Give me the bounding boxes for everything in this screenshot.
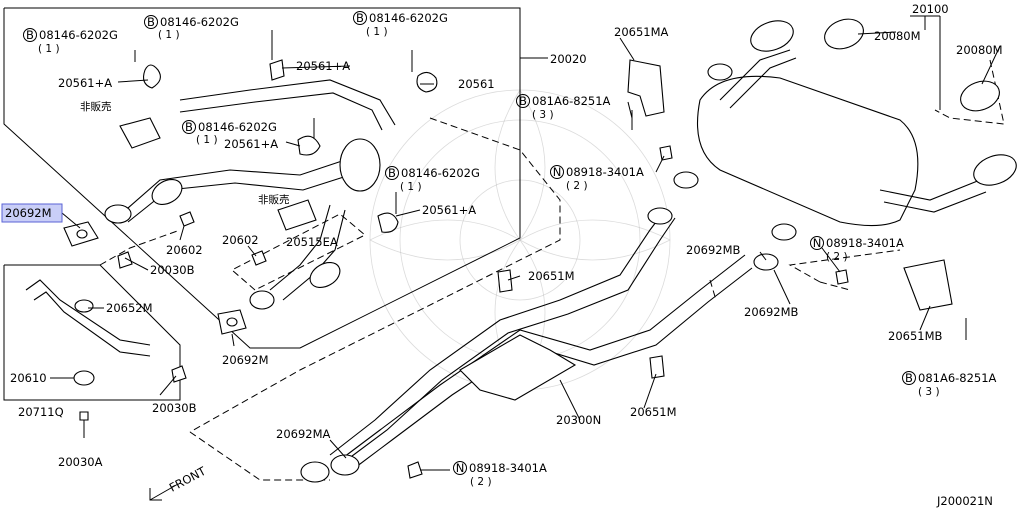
part-label: 20080M xyxy=(956,43,1003,57)
prefix-b: B xyxy=(519,94,527,108)
prefix-n: N xyxy=(553,165,562,179)
part-label: 20602 xyxy=(166,243,203,257)
part-label: 20652M xyxy=(106,301,153,315)
nut-count: ( 2 ) xyxy=(826,251,848,263)
bolt-label: 08146-6202G xyxy=(160,15,239,29)
part-label: 20692MA xyxy=(276,427,331,441)
assembly-outline-20020 xyxy=(3,7,548,349)
prefix-b: B xyxy=(905,371,913,385)
prefix-b: B xyxy=(185,120,193,134)
bolt-count: ( 1 ) xyxy=(38,43,60,55)
muffler-mounting-brackets xyxy=(407,59,967,479)
nut-count: ( 2 ) xyxy=(566,180,588,192)
part-label: 20561 xyxy=(458,77,495,91)
dashed-boundary-lines xyxy=(99,59,1005,481)
exhaust-mounting-bracket xyxy=(25,279,151,438)
prefix-b: B xyxy=(356,11,364,25)
part-label: 20561+A xyxy=(422,203,476,217)
bolt-count: ( 1 ) xyxy=(158,29,180,41)
diagram-code: J200021N xyxy=(936,494,993,508)
prefix-b: B xyxy=(26,28,34,42)
front-exhaust-tube-assembly xyxy=(104,79,396,310)
nut-label: 08918-3401A xyxy=(566,165,644,179)
part-label: 20515EA xyxy=(286,235,338,249)
bolt-label: 081A6-8251A xyxy=(532,94,611,108)
part-label: 20692MB xyxy=(744,305,799,319)
nut-label: 08918-3401A xyxy=(826,236,904,250)
part-label: 20020 xyxy=(550,52,587,66)
part-label: 20602 xyxy=(222,233,259,247)
bolt-label: 08146-6202G xyxy=(39,28,118,42)
part-label: 20100 xyxy=(912,2,949,16)
part-label: 20651M xyxy=(528,269,575,283)
nut-count: ( 2 ) xyxy=(470,476,492,488)
part-label: 20692MB xyxy=(686,243,741,257)
bolt-count: ( 1 ) xyxy=(196,134,218,146)
part-label: 20300N xyxy=(556,413,601,427)
bolt-label: 08146-6202G xyxy=(401,166,480,180)
part-label: 20030B xyxy=(150,263,195,277)
center-exhaust-tube xyxy=(300,171,797,483)
bolt-count: ( 1 ) xyxy=(400,181,422,193)
bolt-label: 081A6-8251A xyxy=(918,371,997,385)
prefix-n: N xyxy=(456,461,465,475)
nut-label: 08918-3401A xyxy=(469,461,547,475)
bolt-count: ( 3 ) xyxy=(532,109,554,121)
part-label: 20692M xyxy=(222,353,269,367)
prefix-b: B xyxy=(147,15,155,29)
circled-prefix-markers xyxy=(23,11,916,475)
part-label-highlighted[interactable]: 20692M xyxy=(5,206,52,220)
bolt-label: 08146-6202G xyxy=(369,11,448,25)
bolt-count: ( 1 ) xyxy=(366,26,388,38)
bolt-count: ( 3 ) xyxy=(918,386,940,398)
part-label: 20711Q xyxy=(18,405,64,419)
part-label: 20561+A xyxy=(296,59,350,73)
not-for-sale-note: 非販売 xyxy=(80,100,112,113)
prefix-n: N xyxy=(813,236,822,250)
small-parts-left xyxy=(63,30,438,383)
part-label: 20651M xyxy=(630,405,677,419)
part-label: 20080M xyxy=(874,29,921,43)
bolt-label: 08146-6202G xyxy=(198,120,277,134)
prefix-b: B xyxy=(388,166,396,180)
part-label: 20651MA xyxy=(614,25,669,39)
part-label: 20651MB xyxy=(888,329,943,343)
not-for-sale-note: 非販売 xyxy=(258,193,290,206)
part-label: 20610 xyxy=(10,371,47,385)
part-label: 20561+A xyxy=(58,76,112,90)
leader-lines xyxy=(50,31,1001,471)
part-label: 20030A xyxy=(58,455,103,469)
main-muffler-assembly xyxy=(697,15,1017,227)
front-label: FRONT xyxy=(167,463,209,494)
part-label: 20030B xyxy=(152,401,197,415)
highlighted-part-box xyxy=(1,203,63,223)
part-label: 20561+A xyxy=(224,137,278,151)
front-direction-arrow xyxy=(149,483,179,501)
